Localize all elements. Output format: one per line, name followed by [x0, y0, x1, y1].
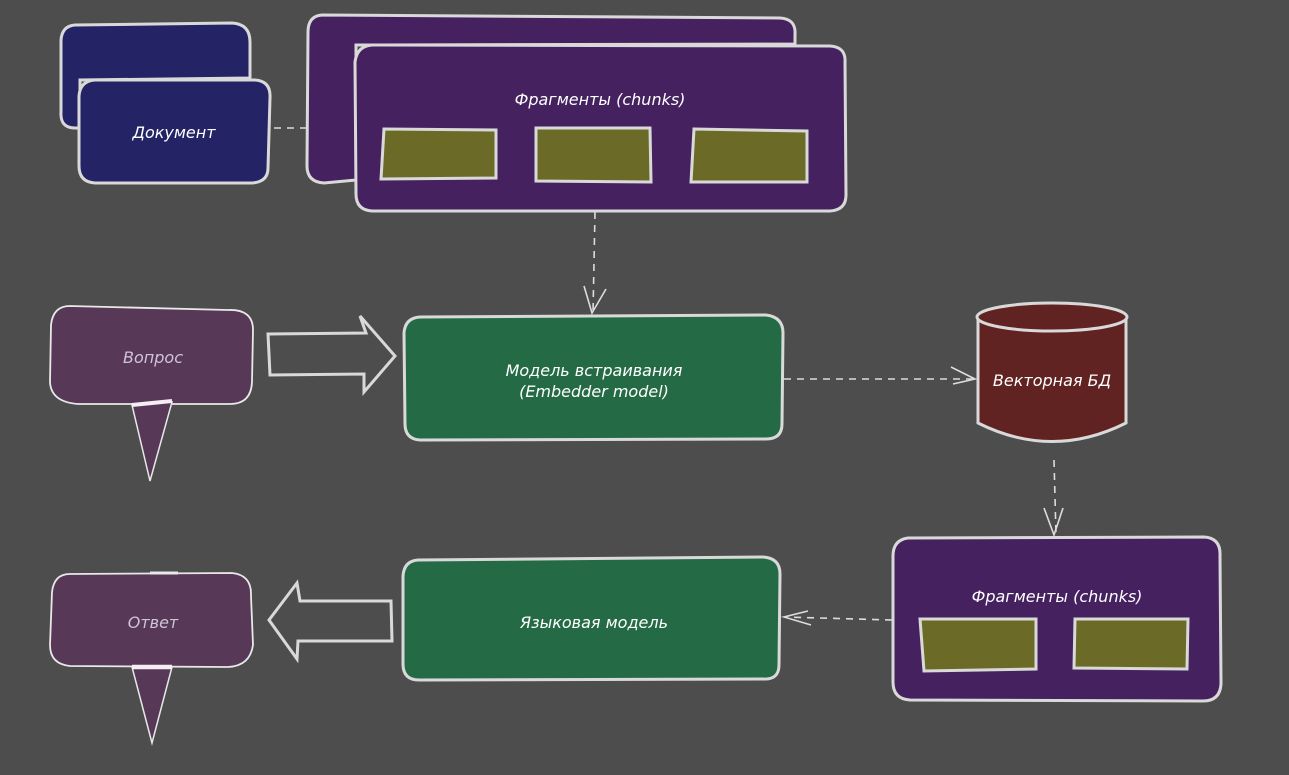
edge-chunks-to-embedder — [583, 211, 607, 316]
chunks-bottom-node[interactable]: Фрагменты (chunks) — [891, 535, 1223, 703]
answer-label: Ответ — [128, 613, 179, 632]
dashed-connector — [592, 211, 596, 314]
answer-bubble-tail — [131, 666, 173, 746]
language-model-node[interactable]: Языковая модель — [401, 555, 782, 682]
dashed-connector — [1053, 459, 1057, 536]
arrowhead-icon — [780, 610, 812, 626]
language-model-label: Языковая модель — [519, 613, 668, 632]
database-icon — [976, 314, 1128, 443]
chunk-2 — [534, 126, 653, 184]
chunks-top-node[interactable]: Фрагменты (chunks) — [305, 13, 848, 213]
chunk-3 — [689, 127, 809, 184]
edge-vectordb-to-chunks — [1043, 459, 1064, 538]
document-label: Документ — [131, 123, 216, 142]
answer-node[interactable]: Ответ — [49, 571, 254, 746]
arrowhead-icon — [950, 366, 978, 385]
question-node[interactable]: Вопрос — [49, 305, 254, 482]
embedder-node[interactable]: Модель встраивания (Embedder model) — [402, 313, 785, 442]
document-back-card — [59, 21, 252, 130]
chunks-bottom-label: Фрагменты (chunks) — [972, 587, 1143, 606]
document-node[interactable]: Документ — [59, 21, 272, 185]
embedder-label-line1: Модель встраивания — [506, 361, 683, 380]
vector-db-label: Векторная БД — [993, 371, 1111, 390]
chunk-1 — [918, 617, 1038, 673]
answer-bubble — [49, 572, 254, 668]
tail-joint — [131, 399, 173, 407]
arrowhead-icon — [583, 285, 607, 316]
edge-chunks-to-language-model — [780, 610, 893, 626]
vector-db-node[interactable]: Векторная БД — [975, 301, 1129, 443]
block-arrow-right-icon — [266, 315, 397, 397]
edge-embedder-to-vectordb — [784, 366, 978, 385]
arrowhead-icon — [1043, 507, 1064, 538]
chunk-2 — [1072, 617, 1190, 671]
chunk-1 — [379, 127, 498, 181]
embedder-label-line2: (Embedder model) — [519, 382, 669, 401]
document-front-card — [77, 78, 272, 185]
database-top — [975, 301, 1129, 333]
language-model-box — [401, 555, 782, 682]
block-arrow-left-icon — [267, 579, 394, 664]
question-bubble-tail — [131, 401, 174, 482]
chunks-top-label: Фрагменты (chunks) — [515, 90, 686, 109]
dashed-connector — [783, 616, 893, 621]
question-label: Вопрос — [123, 348, 183, 367]
question-bubble — [49, 305, 254, 405]
embedder-box — [402, 313, 785, 442]
